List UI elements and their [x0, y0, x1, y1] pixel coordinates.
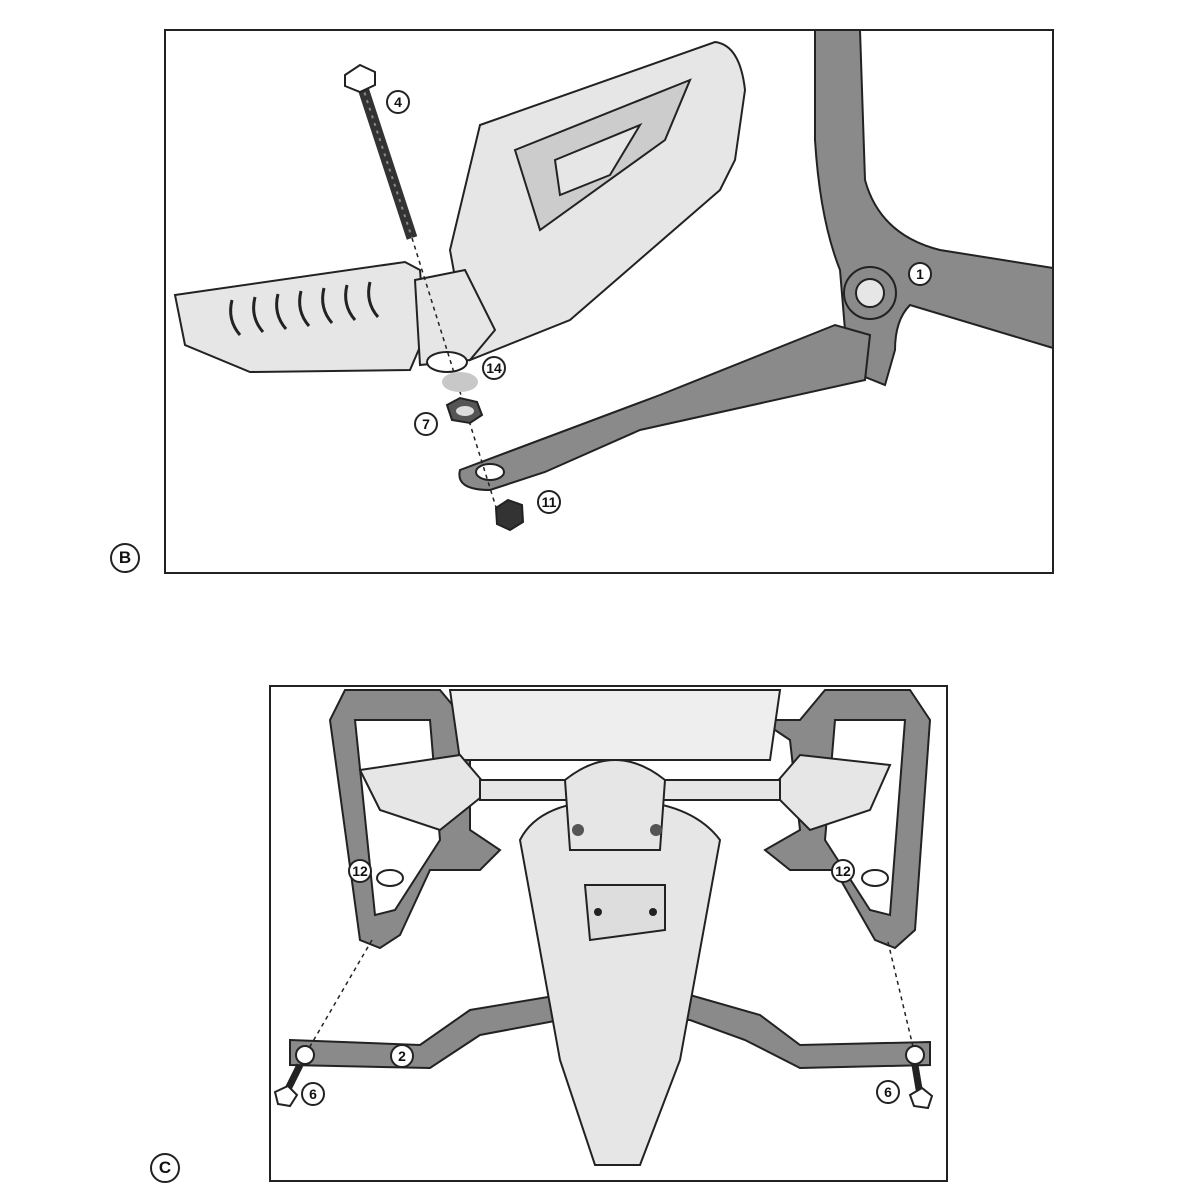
- callout-7: 7: [414, 412, 438, 436]
- callout-6-left: 6: [301, 1082, 325, 1106]
- bolt-6-left-head: [273, 1084, 299, 1108]
- footpeg-hinge: [413, 268, 497, 367]
- bolt-6-right-head: [908, 1086, 934, 1110]
- footpeg-grooves: [229, 281, 380, 336]
- bracket-cutout-inner: [553, 122, 643, 197]
- callout-12-right: 12: [831, 859, 855, 883]
- frame-hole: [855, 278, 885, 308]
- bolt-head: [344, 63, 376, 94]
- nut-12-left: [376, 869, 404, 887]
- arm-hole: [475, 463, 505, 481]
- engine-top: [448, 689, 782, 761]
- tail-screw-right: [650, 824, 662, 836]
- nut-7-hole: [456, 406, 474, 416]
- support-arm: [458, 323, 872, 492]
- washer-14: [442, 372, 478, 392]
- callout-11: 11: [537, 490, 561, 514]
- nut-12-right: [861, 869, 889, 887]
- bar-hole-left: [295, 1045, 315, 1065]
- footpeg: [173, 260, 427, 374]
- callout-12-left: 12: [348, 859, 372, 883]
- axis-right: [887, 941, 916, 1056]
- plate-hole-left: [594, 908, 602, 916]
- nut-11: [494, 498, 525, 532]
- callout-1: 1: [908, 262, 932, 286]
- callout-14: 14: [482, 356, 506, 380]
- panel-label-c: C: [150, 1153, 180, 1183]
- panel-c: [269, 685, 948, 1182]
- callout-2: 2: [390, 1044, 414, 1068]
- panel-label-b: B: [110, 543, 140, 573]
- bar-hole-right: [905, 1045, 925, 1065]
- panel-b: [164, 29, 1054, 574]
- handguard-left: [358, 753, 492, 832]
- tail-screw-left: [572, 824, 584, 836]
- rear-bar-2: [289, 994, 931, 1070]
- tail-light: [563, 759, 667, 851]
- axis-left: [304, 939, 373, 1056]
- callout-6-right: 6: [876, 1080, 900, 1104]
- callout-4: 4: [386, 90, 410, 114]
- bolt-thread: [361, 84, 413, 239]
- plate-hole-right: [649, 908, 657, 916]
- handguard-right: [768, 753, 892, 832]
- plate-bracket: [583, 884, 666, 942]
- hinge-hole: [426, 351, 468, 373]
